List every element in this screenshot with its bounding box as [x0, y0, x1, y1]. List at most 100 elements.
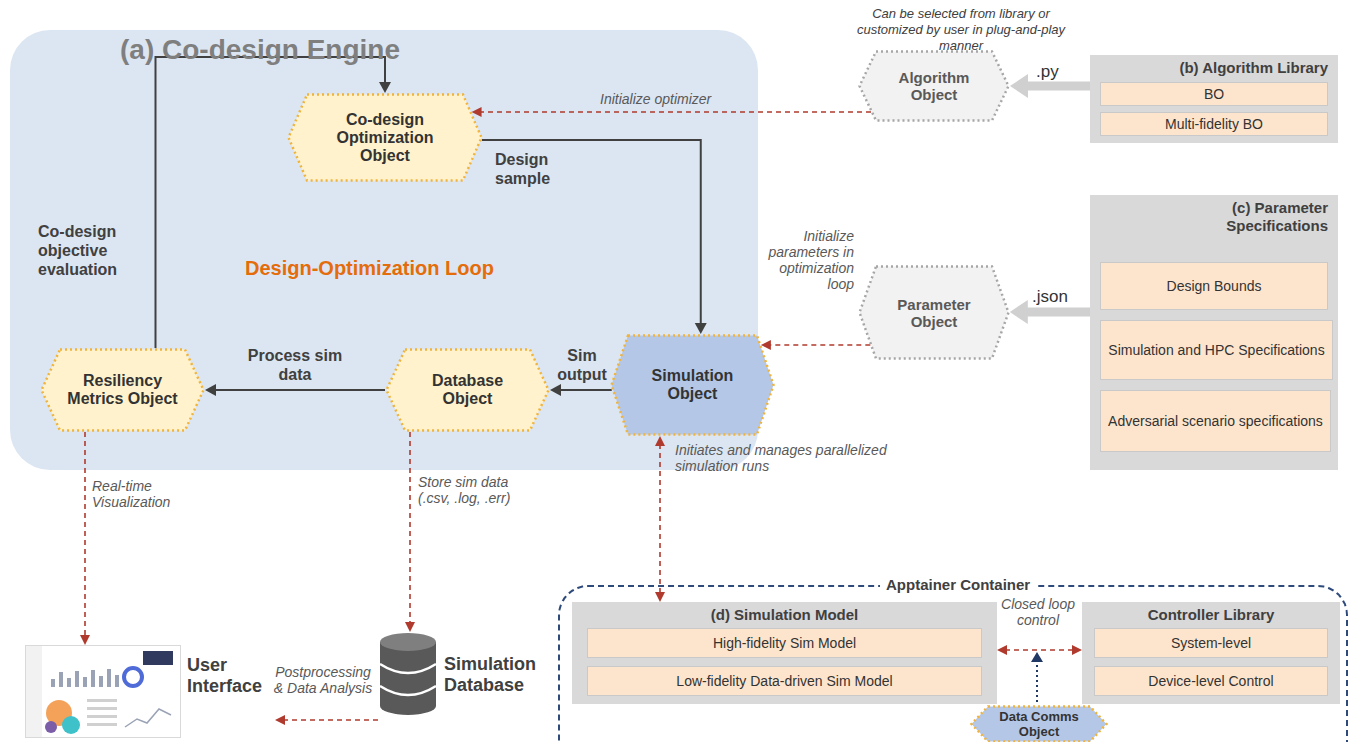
- connector: [205, 384, 385, 396]
- hexagon-shape: [972, 707, 1107, 742]
- container-outline: Apptainer Container(d) Simulation ModelH…: [558, 585, 1348, 742]
- screen-bar: [91, 670, 95, 687]
- arrowhead: [1010, 74, 1028, 98]
- node-text: BO: [1200, 86, 1228, 103]
- metrics-hexagon: Resiliency Metrics Object: [40, 348, 205, 432]
- dashboard-screenshot: [25, 645, 181, 738]
- screen-bar: [67, 678, 71, 687]
- node-text: Multi-fidelity BO: [1161, 116, 1267, 133]
- edge-label: Co-design objective evaluation: [38, 222, 146, 279]
- screen-card: [143, 651, 173, 665]
- node-text: Device-level Control: [1144, 673, 1277, 690]
- node-text: Parameter Object: [880, 296, 988, 330]
- node-text: Resiliency Metrics Object: [64, 372, 181, 408]
- screen-row: [87, 707, 117, 710]
- connector-line: [84, 432, 86, 637]
- screen-bubble: [45, 721, 57, 733]
- cylinder-icon: [378, 632, 438, 716]
- controller-item: System-level: [1094, 628, 1328, 658]
- node-text: Controller Library: [1111, 606, 1311, 624]
- screen-line-chart: [125, 709, 171, 727]
- library-panel: (b) Algorithm LibraryBO Multi-fidelity BO: [1090, 55, 1338, 143]
- screen-bar: [115, 675, 119, 687]
- node-text: Algorithm Object: [880, 69, 988, 103]
- hexagon-shape: [387, 350, 549, 431]
- model-item: Low-fidelity Data-driven Sim Model: [587, 666, 982, 696]
- connector: [550, 384, 612, 396]
- connector-line: [1005, 649, 1074, 651]
- screen-donut: [124, 668, 142, 686]
- node-text: (d) Simulation Model: [635, 606, 935, 624]
- edge-label: Initiates and manages parallelized simul…: [675, 442, 895, 474]
- database-icon: Simulation Database: [378, 632, 543, 732]
- arrowhead: [655, 436, 665, 446]
- connector-line: [482, 140, 701, 325]
- connector-line: [480, 111, 871, 113]
- node-text: (b) Algorithm Library: [1108, 59, 1328, 77]
- screen-sidebar: [26, 646, 42, 737]
- edge-label: Store sim data (.csv, .log, .err): [418, 474, 542, 506]
- arrowhead: [1072, 645, 1082, 655]
- cylinder-bottom: [380, 697, 436, 715]
- node-text: System-level: [1167, 635, 1255, 652]
- arrowhead: [761, 340, 771, 350]
- connector: [472, 107, 871, 117]
- node-text: Database Object: [409, 372, 526, 408]
- arrowhead: [405, 622, 415, 632]
- arrowhead: [205, 384, 216, 396]
- screen-row: [87, 723, 117, 726]
- spec-item: Simulation and HPC Specifications: [1100, 320, 1333, 380]
- library-item: BO: [1100, 82, 1328, 106]
- hexagon-shape: [42, 350, 204, 431]
- edge-label: .json: [1032, 287, 1082, 307]
- cylinder-top: [380, 633, 436, 651]
- node-text: User Interface: [187, 655, 273, 697]
- node-text: (c) Parameter Specifications: [1178, 199, 1328, 235]
- arrowhead: [472, 107, 482, 117]
- cylinder-band: [380, 664, 436, 673]
- node-text: Simulation Database: [444, 654, 542, 696]
- connector-line: [409, 432, 411, 624]
- comms-hexagon: Data Comms Object: [970, 705, 1108, 742]
- connector-line: [283, 719, 378, 721]
- arrowhead: [997, 645, 1007, 655]
- hexagon-shape: [612, 336, 774, 435]
- connector-line: [769, 344, 870, 346]
- arrowhead: [550, 384, 561, 396]
- user-interface: User Interface: [25, 645, 275, 740]
- connector: [482, 140, 707, 334]
- connector-line: [659, 444, 661, 594]
- connector: [405, 432, 415, 632]
- arrowhead: [695, 323, 707, 334]
- screen-bubble: [62, 716, 80, 734]
- model-panel: (d) Simulation ModelHigh-fidelity Sim Mo…: [572, 602, 997, 704]
- arrowhead: [80, 635, 90, 645]
- node-text: Apptainer Container: [880, 576, 1036, 593]
- edge-label: Process sim data: [245, 346, 345, 384]
- screen-frame: [26, 646, 181, 738]
- cylinder-band: [380, 686, 436, 695]
- node-text: Design Bounds: [1163, 278, 1266, 295]
- screen-bar: [59, 672, 63, 687]
- hexagon-shape: [289, 95, 482, 181]
- edge-label: Closed loop control: [1000, 596, 1076, 628]
- arrowhead: [655, 592, 665, 602]
- connector-line: [214, 389, 385, 391]
- node-text: (a) Co-design Engine: [120, 34, 400, 66]
- cylinder-body: [380, 642, 436, 706]
- hexagon-shape: [860, 52, 1009, 121]
- screen-bar: [107, 669, 111, 687]
- data-comms-arrowhead: [1031, 652, 1043, 662]
- screen-bar: [75, 671, 79, 687]
- edge-label: Initialize parameters in optimization lo…: [764, 228, 854, 292]
- controller-item: Device-level Control: [1094, 666, 1328, 696]
- hexagon-shape: [860, 267, 1009, 359]
- note-text: Can be selected from library or customiz…: [845, 6, 1077, 54]
- edge-label: Sim output: [552, 346, 612, 384]
- edge-label: .py: [1036, 62, 1076, 82]
- loop-title: Design-Optimization Loop: [245, 257, 505, 280]
- spec-item: Design Bounds: [1100, 262, 1328, 310]
- optimizer-hexagon: Co-design Optimization Object: [287, 93, 483, 182]
- arrowhead: [379, 82, 391, 93]
- connector: [275, 715, 378, 725]
